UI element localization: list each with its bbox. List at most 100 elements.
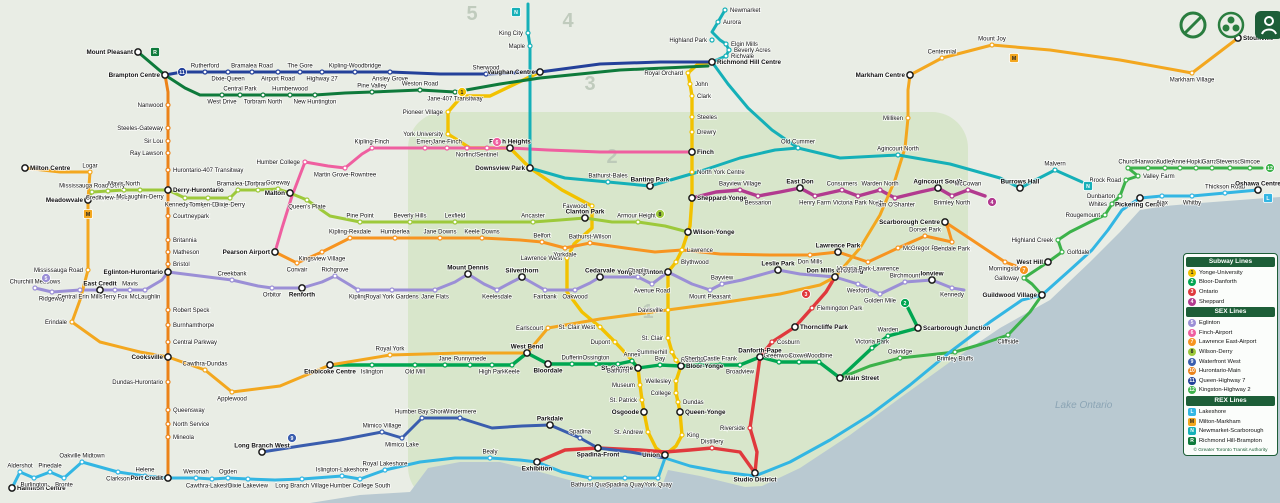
station-beverly-acres[interactable] <box>726 47 732 53</box>
station-nanwood[interactable] <box>165 102 171 108</box>
station-faywood[interactable] <box>589 203 595 209</box>
station-victoria-park[interactable] <box>869 345 875 351</box>
station-dixie-lakeview[interactable] <box>245 476 251 482</box>
station-dunbarton[interactable] <box>1117 193 1123 199</box>
station-banting-park[interactable] <box>646 182 654 190</box>
station-kennedy-derry[interactable] <box>182 195 188 201</box>
station-broadview[interactable] <box>737 362 743 368</box>
station-earlscourt[interactable] <box>545 325 551 331</box>
station-derry-hurontario[interactable] <box>164 186 172 194</box>
station-royal-york-gardens[interactable] <box>389 287 395 293</box>
station-mimico-lake[interactable] <box>399 435 405 441</box>
station-humber-college-south[interactable] <box>357 476 363 482</box>
station-logar[interactable] <box>87 169 93 175</box>
station-islington[interactable] <box>369 362 375 368</box>
station-humber-college[interactable] <box>302 159 308 165</box>
station-queen-yonge[interactable] <box>676 408 684 416</box>
station-lawrence-west[interactable] <box>564 255 570 261</box>
station-highway-27[interactable] <box>319 69 325 75</box>
station-ridgeway[interactable] <box>49 289 55 295</box>
station-malvern[interactable] <box>1052 167 1058 173</box>
station-clanton-park[interactable] <box>581 214 589 222</box>
station-windermere[interactable] <box>457 415 463 421</box>
station-north-york-centre[interactable] <box>689 169 695 175</box>
station-college[interactable] <box>673 390 679 396</box>
station-centennial[interactable] <box>939 55 945 61</box>
station-burlington[interactable] <box>31 475 37 481</box>
station-royal-orchard[interactable] <box>685 70 691 76</box>
station-weston-road[interactable] <box>417 87 423 93</box>
station-keelesdale[interactable] <box>494 287 500 293</box>
station-mavis[interactable] <box>127 287 133 293</box>
station-runnymede[interactable] <box>467 362 473 368</box>
station-lawrence-park[interactable] <box>834 248 842 256</box>
station-cawthra-lakeshore[interactable] <box>209 476 215 482</box>
station-osgoode[interactable] <box>640 408 648 416</box>
station-elgin-mills[interactable] <box>723 41 729 47</box>
station-mavis-north[interactable] <box>121 187 127 193</box>
station-helene[interactable] <box>142 473 148 479</box>
station-old-mill[interactable] <box>412 362 418 368</box>
station-humberlea[interactable] <box>392 235 398 241</box>
station-west-hill[interactable] <box>1044 258 1052 266</box>
station-bealy[interactable] <box>487 455 493 461</box>
station-markham-centre[interactable] <box>906 71 914 79</box>
station-bay[interactable] <box>657 362 663 368</box>
station-henry-farm[interactable] <box>812 193 818 199</box>
station-don-mills[interactable] <box>807 252 813 258</box>
station-warden[interactable] <box>885 333 891 339</box>
station-kipling-finch[interactable] <box>369 145 375 151</box>
station-finch-heights[interactable] <box>506 144 514 152</box>
station-davisville[interactable] <box>665 307 671 313</box>
station-guildwood-village[interactable] <box>1038 291 1046 299</box>
station-dundas[interactable] <box>675 399 681 405</box>
station-golfdale[interactable] <box>1059 249 1065 255</box>
station-castle-frank[interactable] <box>717 362 723 368</box>
station-highland-park[interactable] <box>709 37 715 43</box>
station-richvale[interactable] <box>723 53 729 59</box>
station-cedarvale[interactable] <box>596 273 604 281</box>
station-bayview-village[interactable] <box>737 187 743 193</box>
station-union[interactable] <box>661 451 669 459</box>
station-emery[interactable] <box>422 145 428 151</box>
station-bronte[interactable] <box>61 475 67 481</box>
station-victoria-park-north[interactable] <box>855 193 861 199</box>
station-port-credit[interactable] <box>164 474 172 482</box>
station-wenonah[interactable] <box>193 475 199 481</box>
station-avenue-road[interactable] <box>649 281 655 287</box>
station-whites[interactable] <box>1109 201 1115 207</box>
station-ionview[interactable] <box>928 276 936 284</box>
station-tam-o-shanter[interactable] <box>892 195 898 201</box>
station-keele-downs[interactable] <box>479 235 485 241</box>
station-pine-point[interactable] <box>357 219 363 225</box>
station-drewry[interactable] <box>689 129 695 135</box>
station-oakville-midtown[interactable] <box>79 459 85 465</box>
station-finch[interactable] <box>688 148 696 156</box>
station-york-quay[interactable] <box>655 475 661 481</box>
station-ogden[interactable] <box>225 475 231 481</box>
station-rosedale[interactable] <box>673 357 679 363</box>
station-malton[interactable] <box>286 189 294 197</box>
station-victoria-park-lawrence[interactable] <box>865 259 871 265</box>
station-cliffside[interactable] <box>1005 332 1011 338</box>
station-torbram[interactable] <box>255 187 261 193</box>
station-airport-road[interactable] <box>275 69 281 75</box>
station-yonge-eglinton[interactable] <box>664 268 672 276</box>
station-wexford[interactable] <box>855 281 861 287</box>
station-sherbourne[interactable] <box>697 362 703 368</box>
station-chaplin[interactable] <box>635 274 641 280</box>
station-john[interactable] <box>687 81 693 87</box>
station-stevenson[interactable] <box>1227 165 1233 171</box>
station-bathurst-bales[interactable] <box>605 179 611 185</box>
station-orbitor[interactable] <box>269 285 275 291</box>
station-kennedy[interactable] <box>949 285 955 291</box>
station-bloor-yonge[interactable] <box>677 362 685 370</box>
station-bessarion[interactable] <box>755 193 761 199</box>
station-york-university[interactable] <box>445 131 451 137</box>
station-britannia[interactable] <box>165 237 171 243</box>
station-meadowvale[interactable] <box>84 196 92 204</box>
station-aldershot[interactable] <box>17 469 23 475</box>
station-vaughan-centre[interactable] <box>536 68 544 76</box>
station-mount-joy[interactable] <box>989 42 995 48</box>
station-lexfield[interactable] <box>452 219 458 225</box>
